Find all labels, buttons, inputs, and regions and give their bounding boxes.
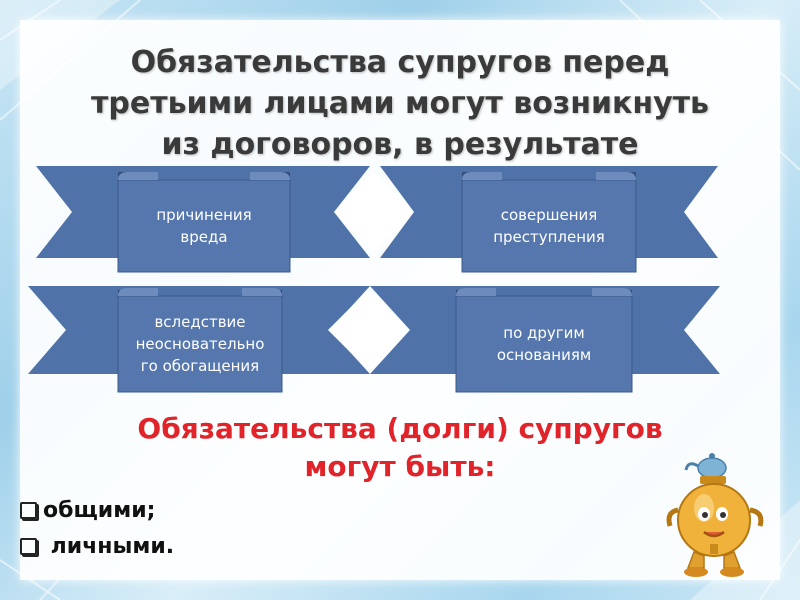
diamond-separator bbox=[334, 172, 414, 252]
banner-panel bbox=[455, 295, 633, 393]
diamond-separator bbox=[328, 290, 408, 370]
banner-unjust-enrichment: вследствие неосновательно го обогащения bbox=[118, 296, 282, 392]
banner-label-line: совершения bbox=[500, 206, 598, 224]
checkbox-bullet-icon bbox=[20, 501, 37, 519]
subtitle-line: Обязательства (долги) супругов bbox=[137, 412, 663, 445]
list-item: личными. bbox=[20, 528, 174, 564]
banner-label-line: преступления bbox=[493, 228, 605, 246]
banner-label-line: основаниям bbox=[496, 346, 592, 364]
title-line: третьими лицами могут возникнуть bbox=[90, 86, 709, 121]
banner-label-line: го обогащения bbox=[140, 357, 260, 375]
subtitle-line: могут быть: bbox=[304, 450, 496, 483]
banner-label-line: неосновательно bbox=[135, 335, 265, 353]
title-line: Обязательства супругов перед bbox=[130, 45, 670, 80]
banner-panel bbox=[461, 179, 637, 273]
banner-label-line: причинения bbox=[156, 206, 252, 224]
banner-crime: совершения преступления bbox=[462, 180, 636, 272]
banner-harm: причинения вреда bbox=[118, 180, 290, 272]
banner-other-grounds: по другим основаниям bbox=[456, 296, 632, 392]
banner-panel bbox=[117, 295, 283, 393]
samovar-mascot-icon bbox=[666, 453, 764, 577]
slide-subtitle: Обязательства (долги) супругов могут быт… bbox=[0, 410, 800, 486]
banner-label-line: вследствие bbox=[154, 313, 246, 331]
banner-panel bbox=[117, 179, 291, 273]
banner-label-line: по другим bbox=[503, 324, 585, 342]
bullet-text: личными. bbox=[43, 533, 175, 559]
bullet-list: общими; личными. bbox=[20, 492, 174, 564]
title-line: из договоров, в результате bbox=[161, 127, 639, 162]
slide-title: Обязательства супругов перед третьими ли… bbox=[0, 42, 800, 165]
checkbox-bullet-icon bbox=[20, 537, 37, 555]
bullet-text: общими; bbox=[43, 497, 156, 523]
banner-label-line: вреда bbox=[180, 228, 228, 246]
list-item: общими; bbox=[20, 492, 174, 528]
